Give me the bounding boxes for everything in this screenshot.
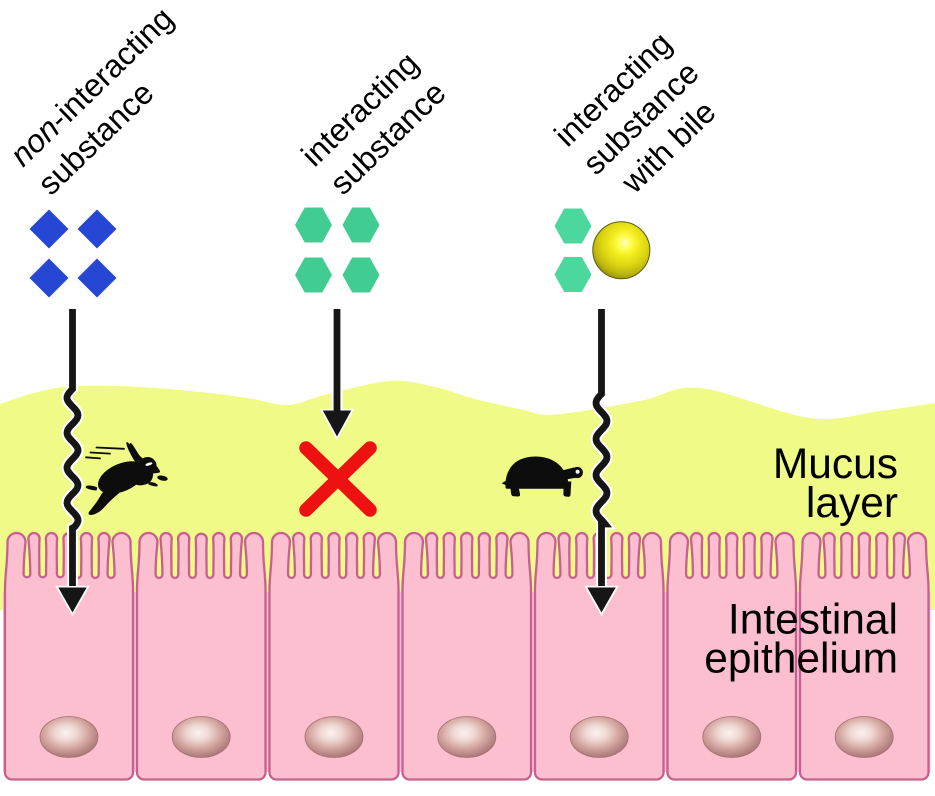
svg-text:Mucus: Mucus	[773, 441, 898, 488]
svg-text:epithelium: epithelium	[704, 636, 898, 683]
svg-text:layer: layer	[806, 480, 898, 527]
svg-text:Intestinal: Intestinal	[728, 597, 898, 644]
